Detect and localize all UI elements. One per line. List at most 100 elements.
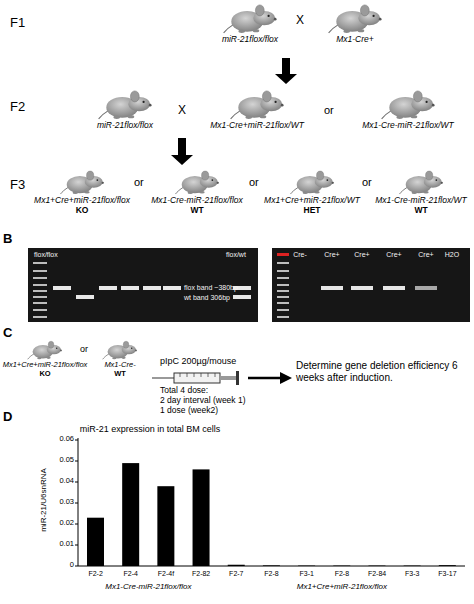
- mouse-nose: [440, 182, 442, 184]
- flow-arrow-head: [280, 372, 292, 384]
- ladder-band: [277, 302, 289, 304]
- mouse-ear: [123, 341, 129, 348]
- ladder-band: [33, 290, 47, 292]
- syringe-barrel: [174, 373, 220, 383]
- cross-symbol: X: [296, 14, 304, 28]
- panel-letter: D: [3, 410, 12, 425]
- mouse-foot: [423, 191, 428, 194]
- ladder-band: [277, 262, 289, 264]
- mouse-ear: [413, 91, 422, 102]
- flox-band: [53, 286, 71, 290]
- tick-label: 0.04: [59, 477, 74, 486]
- bar: [368, 565, 385, 566]
- sample-label: F2-4: [124, 570, 138, 578]
- axis-tick: [75, 524, 78, 525]
- mouse-node: Mx1+Cre+miR-21flox/floxKO: [0, 338, 90, 378]
- sample-label: F2-8: [264, 570, 278, 578]
- mouse-node: Mx1-Cre+miR-21flox/WT: [195, 86, 319, 130]
- mouse-foot: [127, 115, 134, 118]
- mouse-node: Mx1+Cre+miR-21flox/WTHET: [254, 167, 370, 215]
- wt-band: [233, 295, 251, 299]
- mouse-eye: [267, 15, 269, 17]
- ladder-marker: [277, 253, 289, 256]
- ladder-band: [33, 277, 47, 279]
- or-label: or: [134, 176, 144, 189]
- bar: [263, 565, 280, 567]
- axis-tick: [75, 461, 78, 462]
- axis-tick: [75, 545, 78, 546]
- mouse-tail: [399, 187, 408, 194]
- genotype-label: Mx1-Cre-miR-21flox/WT: [368, 195, 474, 205]
- mouse-ear: [130, 91, 139, 102]
- mouse-ear: [255, 5, 264, 16]
- mouse-foot: [199, 191, 204, 194]
- or-label: or: [80, 344, 88, 354]
- sample-label: F2-4f: [158, 570, 174, 578]
- mouse-foot: [245, 116, 252, 119]
- band-label: wt band 306bp: [184, 294, 230, 302]
- flox-band: [143, 286, 161, 290]
- ladder-band: [277, 316, 289, 318]
- mouse-node: Mx1-Cre-miR-21flox/WTWT: [368, 167, 474, 215]
- mouse-node: Mx1-Cre-miR-21flox/WT: [346, 86, 470, 130]
- genotype-label: Mx1-Cre-: [90, 360, 150, 369]
- lane-label: flox/wt: [226, 251, 246, 259]
- down-arrow: [275, 58, 297, 84]
- mouse-illustration: [60, 167, 105, 195]
- ladder-band: [277, 296, 289, 298]
- group-label: KO: [0, 369, 90, 378]
- tick-label: 0.06: [59, 435, 74, 444]
- ladder-band: [277, 270, 289, 272]
- mouse-foot: [410, 115, 417, 118]
- tick-label: 0.03: [59, 498, 74, 507]
- mouse-foot: [84, 191, 89, 194]
- group-label: WT: [90, 369, 150, 378]
- mouse-node: Mx1+Cre+miR-21flox/floxKO: [24, 167, 140, 215]
- ladder-band: [33, 284, 47, 286]
- tick-label: 0.05: [59, 456, 74, 465]
- mouse-node: Mx1-Cre-miR-21flox/floxWT: [139, 167, 255, 215]
- mouse-ear: [48, 341, 54, 348]
- mouse-tail: [60, 187, 69, 194]
- syringe-mark: [215, 373, 216, 377]
- y-axis: [78, 438, 79, 566]
- syringe-plunger: [220, 376, 236, 380]
- mouse-tail: [98, 110, 108, 119]
- mouse-foot: [357, 29, 364, 32]
- group-label: KO: [24, 205, 140, 215]
- genotype-label: Mx1-Cre+: [310, 34, 400, 44]
- axis-tick: [75, 566, 78, 567]
- mouse-eye: [372, 15, 374, 17]
- mouse-nose: [148, 104, 151, 107]
- mouse-nose: [216, 182, 218, 184]
- mouse-eye: [274, 101, 276, 103]
- group-label: WT: [368, 205, 474, 215]
- mouse-foot: [121, 357, 125, 359]
- mouse-ear: [360, 5, 369, 16]
- axis-tick: [75, 482, 78, 483]
- syringe-plunger-end: [236, 371, 239, 385]
- syringe-mark: [180, 373, 181, 377]
- mouse-eye: [326, 179, 328, 181]
- tick-label: 0.01: [59, 540, 74, 549]
- mouse-foot: [238, 30, 245, 33]
- tick-label: 0: [70, 561, 74, 570]
- cre-band: [351, 286, 373, 290]
- dose-label: pIpC 200µg/mouse: [160, 356, 236, 366]
- genotype-label: Mx1-Cre-miR-21flox/WT: [346, 120, 470, 130]
- mouse-tail: [230, 110, 240, 119]
- mouse-nose: [378, 18, 381, 21]
- sample-label: F3-1: [299, 570, 313, 578]
- mouse-illustration: [290, 167, 335, 195]
- mouse-nose: [101, 182, 103, 184]
- lane-label: H2O: [445, 251, 459, 259]
- cre-band: [321, 286, 343, 290]
- mouse-node: miR-21flox/flox: [75, 86, 175, 130]
- flox-band: [99, 286, 117, 290]
- gel-image: [28, 248, 258, 322]
- mouse-illustration: [102, 338, 138, 360]
- cre-band: [415, 286, 437, 290]
- tick-label: 0.02: [59, 519, 74, 528]
- ladder-band: [277, 290, 289, 292]
